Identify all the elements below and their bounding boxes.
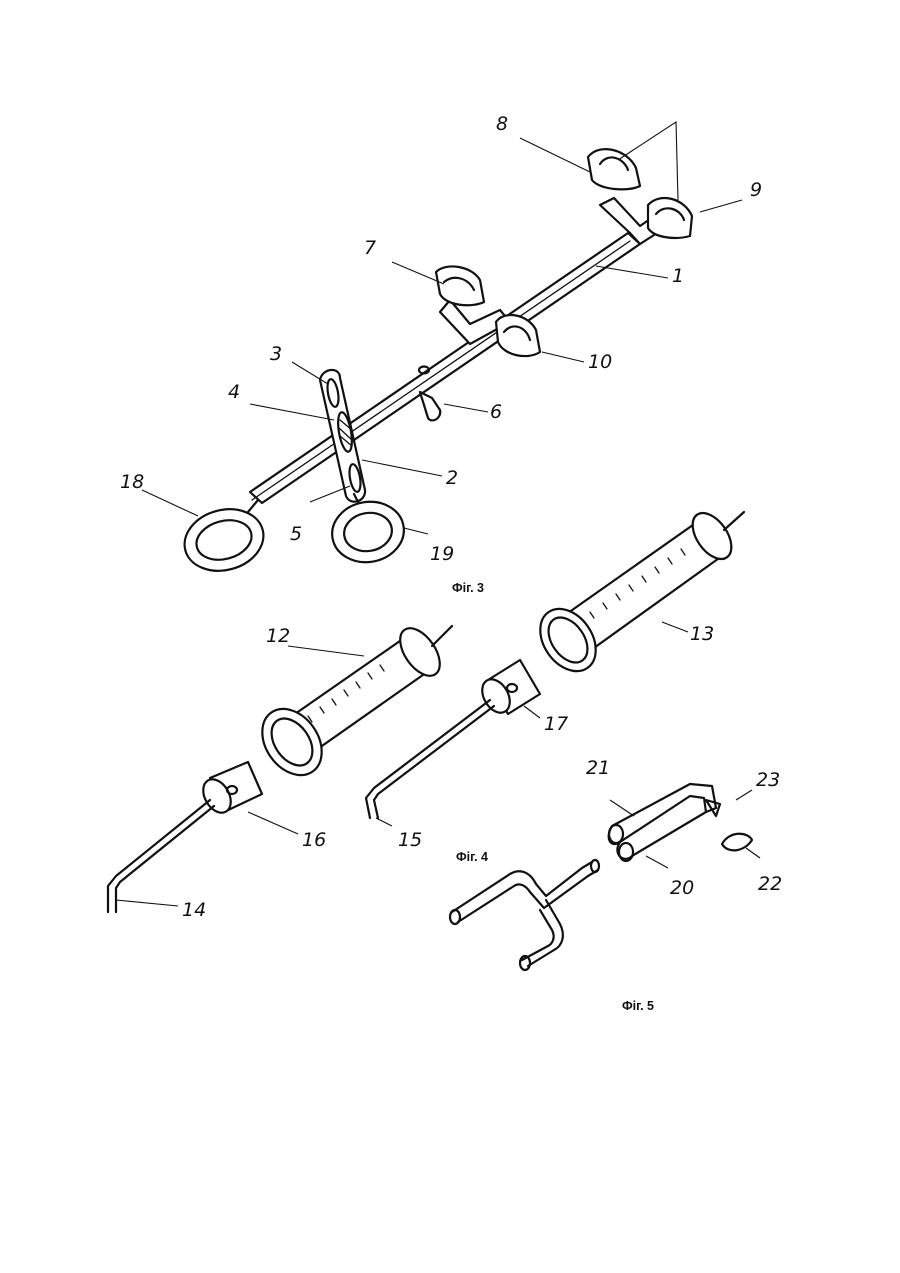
label-3: 3 [270, 343, 282, 365]
label-6: 6 [490, 401, 502, 423]
caption-fig3: Фіг. 3 [452, 581, 484, 595]
label-16: 16 [302, 829, 326, 851]
label-21: 21 [586, 757, 610, 779]
fig3-instrument [178, 149, 692, 579]
fig4-syringe-13 [529, 506, 744, 682]
label-8: 8 [496, 113, 508, 135]
label-22: 22 [758, 873, 782, 895]
label-7: 7 [364, 237, 376, 259]
label-10: 10 [588, 351, 612, 373]
label-2: 2 [446, 467, 458, 489]
label-12: 12 [266, 625, 290, 647]
caption-fig4: Фіг. 4 [456, 850, 488, 864]
label-1: 1 [672, 265, 684, 287]
fig4-plunger-16 [108, 762, 262, 912]
label-14: 14 [182, 899, 206, 921]
label-17: 17 [544, 713, 568, 735]
label-13: 13 [690, 623, 714, 645]
label-5: 5 [290, 523, 302, 545]
label-4: 4 [228, 381, 240, 403]
label-19: 19 [430, 543, 454, 565]
label-23: 23 [756, 769, 780, 791]
label-9: 9 [750, 179, 762, 201]
label-15: 15 [398, 829, 422, 851]
label-20: 20 [670, 877, 694, 899]
label-18: 18 [120, 471, 144, 493]
fig5-tube-assembly [450, 784, 752, 970]
caption-fig5: Фіг. 5 [622, 999, 654, 1013]
